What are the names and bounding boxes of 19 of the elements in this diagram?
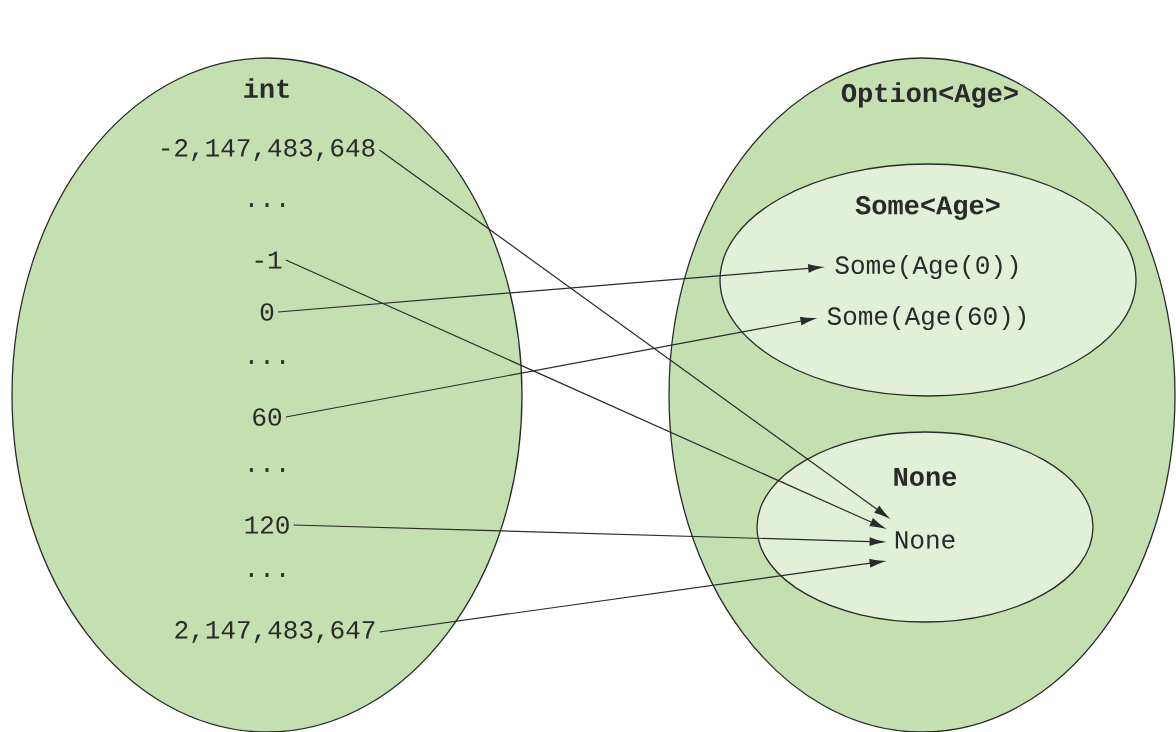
value-text: Some(Age(0)): [835, 254, 1018, 280]
ellipsis-text: ...: [249, 468, 285, 472]
value-text: 60: [253, 408, 281, 426]
value-text: 120: [245, 516, 289, 534]
arrow: [277, 264, 823, 313]
arrow: [378, 149, 889, 518]
value-text: 0: [260, 303, 274, 321]
arrow: [379, 559, 884, 633]
ellipsis-text: ...: [249, 573, 285, 577]
ellipsis-text: ...: [249, 360, 285, 364]
value-text: -1: [255, 251, 282, 269]
ellipsis-text: ...: [249, 203, 285, 207]
arrow: [285, 316, 815, 418]
arrow: [285, 259, 885, 529]
value-text: None: [895, 531, 955, 549]
value-text: 2,147,483,647: [175, 621, 375, 643]
arrow: [293, 524, 884, 546]
value-text: Some(Age(60)): [827, 305, 1025, 331]
value-text: -2,147,483,648: [162, 139, 375, 161]
